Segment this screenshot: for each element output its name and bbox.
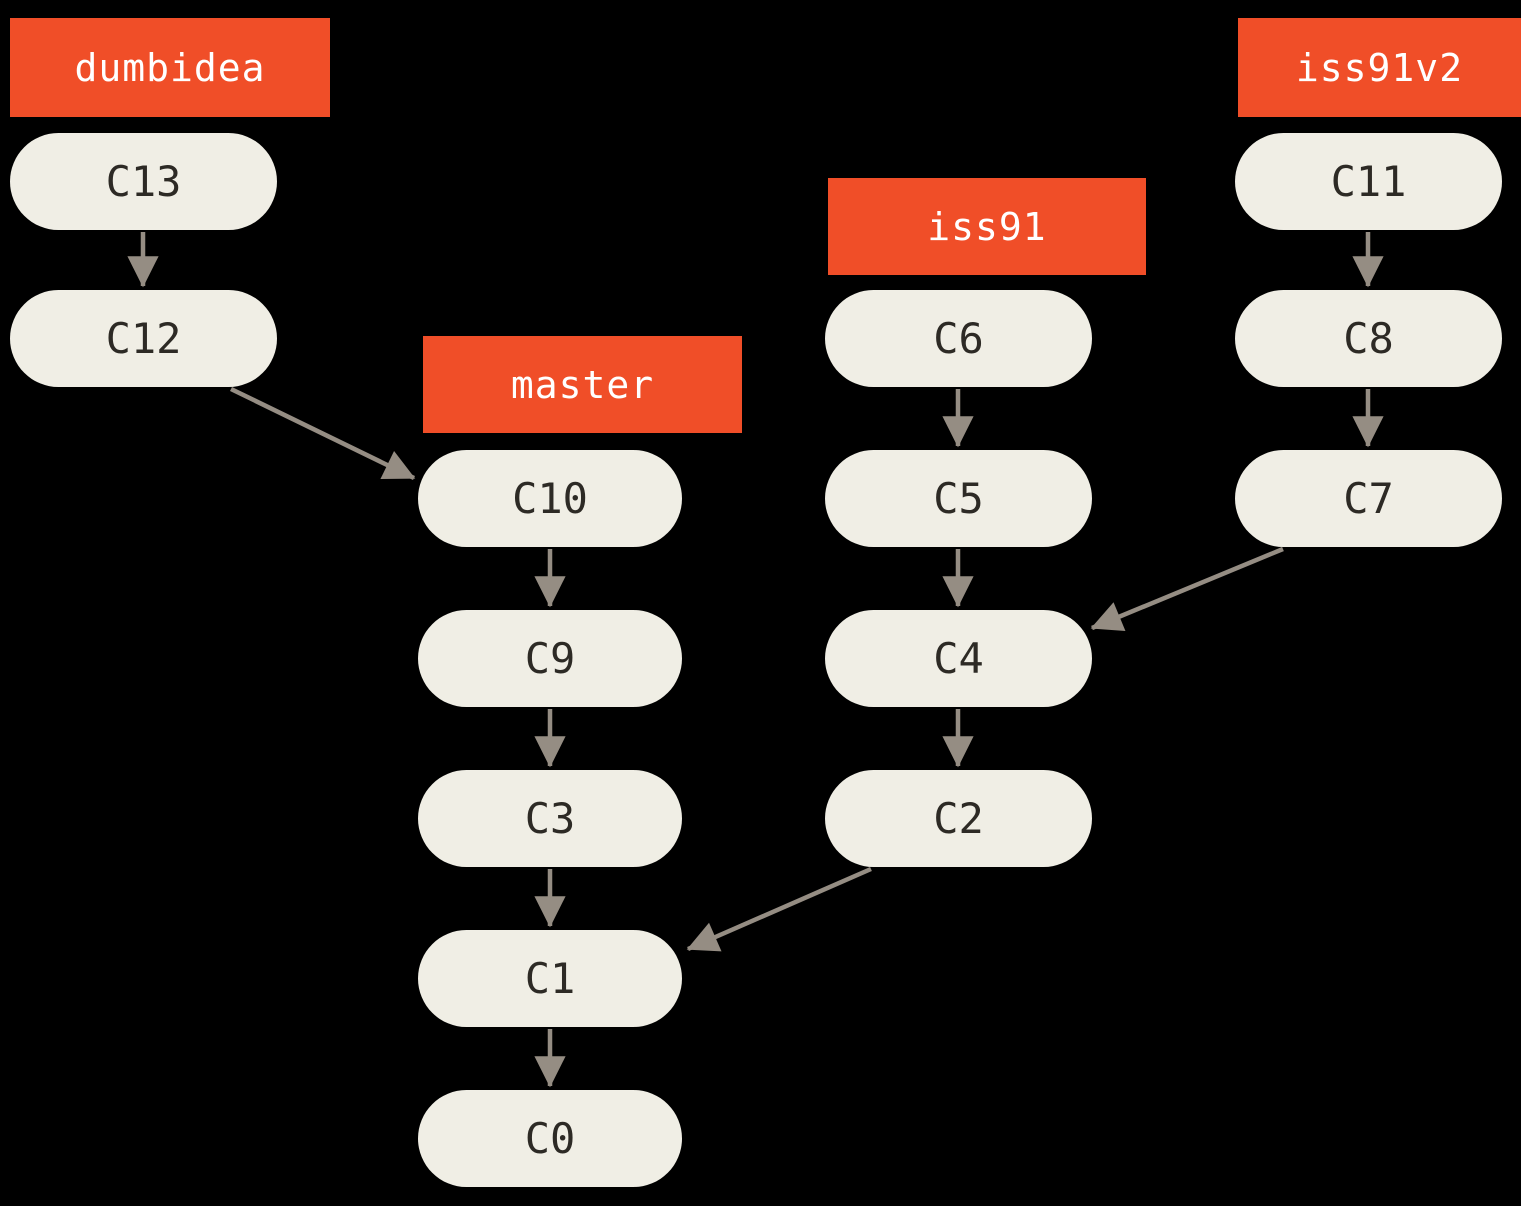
commit-node-c13: C13 (10, 133, 277, 230)
edge-c12-c10 (230, 386, 416, 481)
commit-label: C13 (105, 157, 182, 206)
branch-label-text: iss91 (927, 204, 1047, 249)
commit-node-c0: C0 (418, 1090, 682, 1187)
commit-label: C6 (933, 314, 984, 363)
commit-node-c11: C11 (1235, 133, 1502, 230)
edge-c2-c1 (686, 866, 872, 952)
commit-node-c9: C9 (418, 610, 682, 707)
commit-label: C12 (105, 314, 182, 363)
commit-label: C0 (524, 1114, 576, 1163)
branch-label-text: master (510, 362, 655, 407)
commit-label: C10 (512, 474, 588, 523)
branch-label-iss91v2: iss91v2 (1238, 18, 1521, 117)
branch-label-dumbidea: dumbidea (10, 18, 330, 117)
commit-label: C1 (524, 954, 576, 1003)
commit-node-c3: C3 (418, 770, 682, 867)
commit-label: C2 (933, 794, 984, 843)
edge-c7-c4 (1090, 546, 1284, 632)
branch-label-text: dumbidea (74, 45, 266, 90)
commit-node-c1: C1 (418, 930, 682, 1027)
commit-node-c7: C7 (1235, 450, 1502, 547)
branch-label-master: master (423, 336, 742, 433)
commit-label: C3 (524, 794, 576, 843)
commit-node-c2: C2 (825, 770, 1092, 867)
commit-node-c5: C5 (825, 450, 1092, 547)
commit-label: C11 (1330, 157, 1407, 206)
commit-node-c8: C8 (1235, 290, 1502, 387)
commit-node-c4: C4 (825, 610, 1092, 707)
commit-node-c12: C12 (10, 290, 277, 387)
commit-node-c6: C6 (825, 290, 1092, 387)
commit-label: C8 (1343, 314, 1394, 363)
commit-label: C9 (524, 634, 576, 683)
commit-label: C7 (1343, 474, 1394, 523)
commit-label: C5 (933, 474, 984, 523)
commit-label: C4 (933, 634, 984, 683)
branch-label-iss91: iss91 (828, 178, 1146, 275)
commit-node-c10: C10 (418, 450, 682, 547)
branch-label-text: iss91v2 (1295, 45, 1464, 90)
